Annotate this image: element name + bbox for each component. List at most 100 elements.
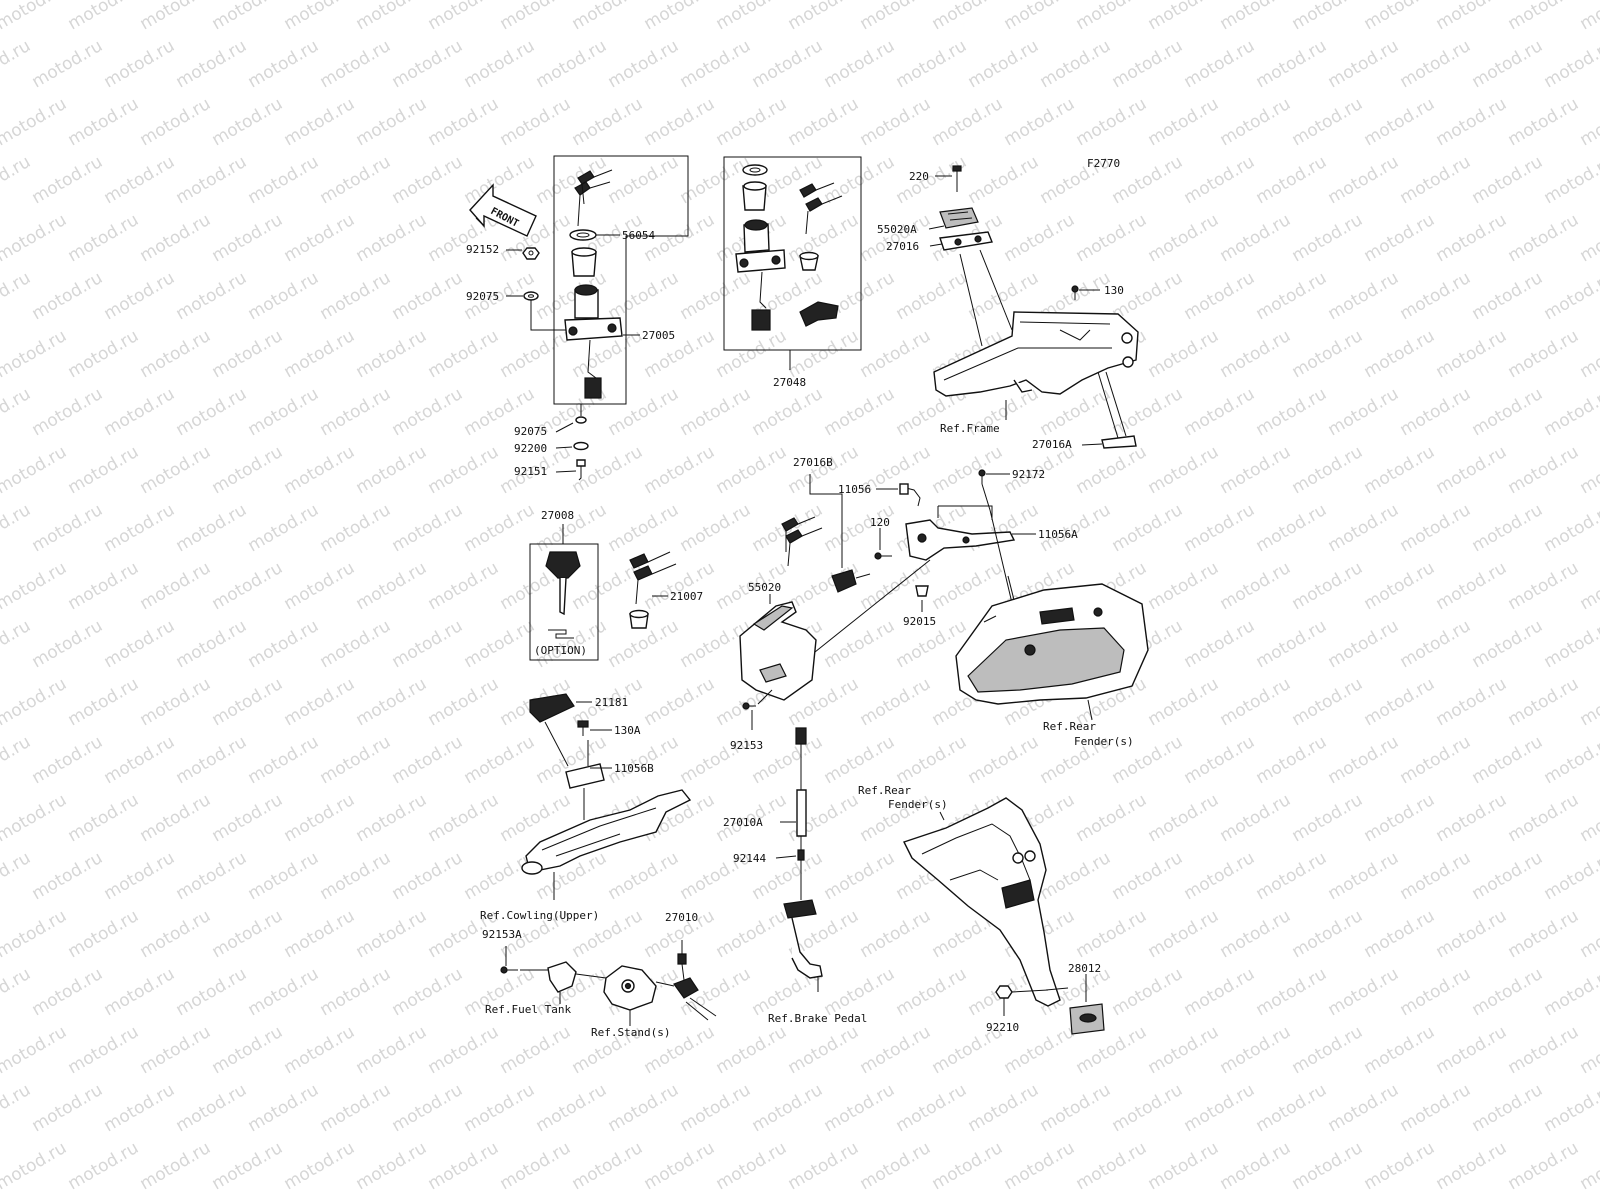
- watermark-text: motod.ru: [857, 1138, 935, 1194]
- watermark-text: motod.ru: [1577, 558, 1600, 614]
- watermark-text: motod.ru: [245, 152, 323, 208]
- label-120: 120: [870, 516, 890, 529]
- watermark-text: motod.ru: [821, 848, 899, 904]
- watermark-text: motod.ru: [1325, 964, 1403, 1020]
- watermark-text: motod.ru: [425, 558, 503, 614]
- watermark-text: motod.ru: [317, 848, 395, 904]
- rear-fender-icon: [955, 575, 1149, 721]
- watermark-text: motod.ru: [173, 964, 251, 1020]
- watermark-text: motod.ru: [353, 442, 431, 498]
- watermark-text: motod.ru: [0, 94, 70, 150]
- watermark-text: motod.ru: [1541, 1196, 1600, 1200]
- watermark-text: motod.ru: [29, 1196, 107, 1200]
- watermark-text: motod.ru: [641, 1138, 719, 1194]
- label-27010: 27010: [665, 911, 698, 924]
- label-92152: 92152: [466, 243, 499, 256]
- watermark-text: motod.ru: [749, 1080, 827, 1136]
- watermark-text: motod.ru: [965, 1080, 1043, 1136]
- watermark-text: motod.ru: [605, 1196, 683, 1200]
- watermark-text: motod.ru: [533, 36, 611, 92]
- label-92153: 92153: [730, 739, 763, 752]
- watermark-text: motod.ru: [353, 210, 431, 266]
- watermark-text: motod.ru: [821, 1080, 899, 1136]
- watermark-text: motod.ru: [1109, 848, 1187, 904]
- label-92144: 92144: [733, 852, 766, 865]
- watermark-text: motod.ru: [353, 94, 431, 150]
- watermark-text: motod.ru: [1325, 384, 1403, 440]
- watermark-text: motod.ru: [929, 1138, 1007, 1194]
- watermark-text: motod.ru: [1541, 616, 1600, 672]
- watermark-text: motod.ru: [0, 268, 34, 324]
- watermark-text: motod.ru: [1181, 384, 1259, 440]
- watermark-text: motod.ru: [857, 674, 935, 730]
- watermark-text: motod.ru: [1397, 384, 1475, 440]
- nut-92152: [506, 247, 540, 260]
- watermark-text: motod.ru: [1577, 674, 1600, 730]
- key-set-21007: [629, 551, 677, 629]
- label-11056A: 11056A: [1038, 528, 1078, 541]
- watermark-text: motod.ru: [281, 790, 359, 846]
- watermark-text: motod.ru: [65, 1138, 143, 1194]
- watermark-text: motod.ru: [461, 1080, 539, 1136]
- watermark-text: motod.ru: [173, 268, 251, 324]
- watermark-text: motod.ru: [1541, 500, 1600, 556]
- watermark-text: motod.ru: [0, 1196, 34, 1200]
- watermark-text: motod.ru: [1397, 1196, 1475, 1200]
- watermark-text: motod.ru: [821, 616, 899, 672]
- label-130A: 130A: [614, 724, 641, 737]
- watermark-text: motod.ru: [425, 790, 503, 846]
- watermark-text: motod.ru: [533, 152, 611, 208]
- label-21181: 21181: [595, 696, 628, 709]
- watermark-text: motod.ru: [857, 210, 935, 266]
- watermark-text: motod.ru: [1109, 384, 1187, 440]
- watermark-text: motod.ru: [785, 1022, 863, 1078]
- watermark-text: motod.ru: [29, 384, 107, 440]
- watermark-text: motod.ru: [101, 616, 179, 672]
- watermark-text: motod.ru: [857, 1022, 935, 1078]
- watermark-text: motod.ru: [353, 558, 431, 614]
- watermark-text: motod.ru: [1181, 964, 1259, 1020]
- watermark-text: motod.ru: [101, 268, 179, 324]
- label-92172: 92172: [1012, 468, 1045, 481]
- label-27008: 27008: [541, 509, 574, 522]
- watermark-text: motod.ru: [317, 500, 395, 556]
- watermark-text: motod.ru: [1541, 36, 1600, 92]
- watermark-text: motod.ru: [1181, 152, 1259, 208]
- watermark-text: motod.ru: [1577, 210, 1600, 266]
- key-icon: [574, 169, 613, 227]
- watermark-text: motod.ru: [1253, 152, 1331, 208]
- watermark-text: motod.ru: [101, 1080, 179, 1136]
- watermark-text: motod.ru: [0, 1138, 70, 1194]
- label-27010A: 27010A: [723, 816, 763, 829]
- watermark-text: motod.ru: [0, 1080, 34, 1136]
- watermark-text: motod.ru: [1325, 36, 1403, 92]
- watermark-text: motod.ru: [425, 1022, 503, 1078]
- watermark-text: motod.ru: [173, 1196, 251, 1200]
- watermark-text: motod.ru: [1181, 1080, 1259, 1136]
- watermark-text: motod.ru: [245, 268, 323, 324]
- watermark-text: motod.ru: [0, 36, 34, 92]
- watermark-text: motod.ru: [29, 1080, 107, 1136]
- watermark-text: motod.ru: [1505, 674, 1583, 730]
- watermark-text: motod.ru: [245, 500, 323, 556]
- watermark-text: motod.ru: [1037, 1196, 1115, 1200]
- watermark-text: motod.ru: [245, 848, 323, 904]
- bracket-icon: [521, 693, 692, 900]
- watermark-text: motod.ru: [605, 268, 683, 324]
- watermark-text: motod.ru: [1505, 1022, 1583, 1078]
- watermark-text: motod.ru: [1541, 732, 1600, 788]
- label-ref-frame: Ref.Frame: [940, 422, 1000, 435]
- watermark-text: motod.ru: [1577, 906, 1600, 962]
- watermark-text: motod.ru: [1469, 964, 1547, 1020]
- watermark-text: motod.ru: [353, 790, 431, 846]
- watermark-text: motod.ru: [1217, 1138, 1295, 1194]
- watermark-text: motod.ru: [1397, 152, 1475, 208]
- watermark-text: motod.ru: [1181, 36, 1259, 92]
- watermark-text: motod.ru: [1217, 906, 1295, 962]
- watermark-text: motod.ru: [1505, 558, 1583, 614]
- watermark-text: motod.ru: [0, 674, 70, 730]
- watermark-text: motod.ru: [209, 210, 287, 266]
- watermark-text: motod.ru: [1253, 500, 1331, 556]
- watermark-text: motod.ru: [173, 616, 251, 672]
